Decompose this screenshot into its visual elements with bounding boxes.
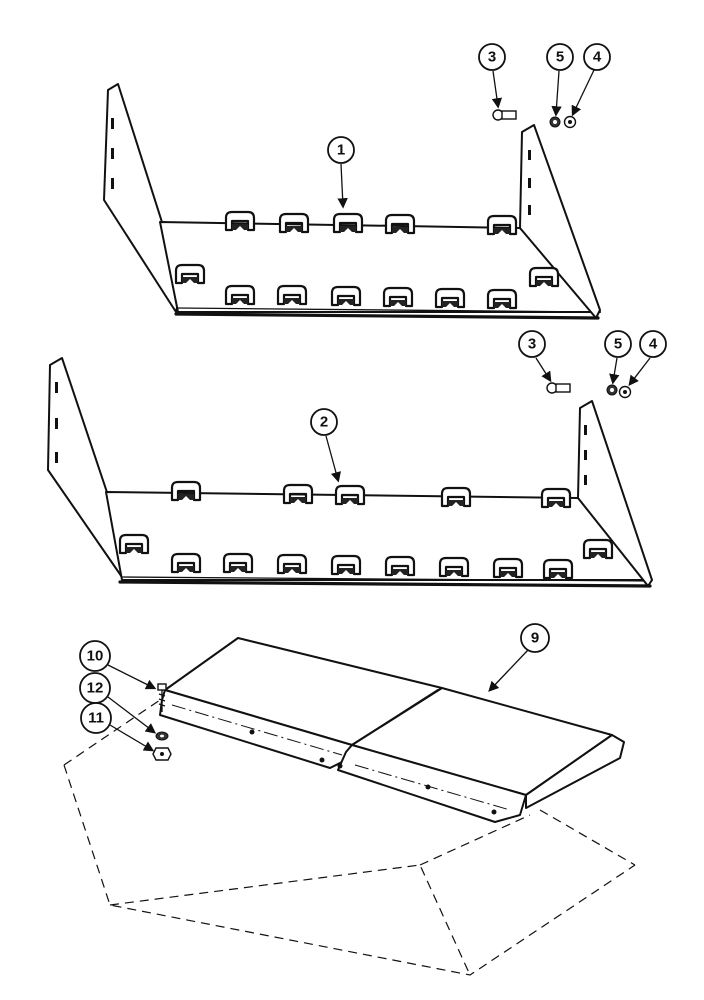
callout-9: 9 [488, 623, 550, 692]
svg-text:1: 1 [337, 142, 345, 159]
lower-nut [618, 385, 632, 399]
callout-5-upper: 5 [546, 43, 574, 117]
upper-lockwasher [549, 116, 561, 128]
callout-11: 11 [80, 702, 155, 752]
cover-lockwasher [155, 731, 169, 741]
svg-text:4: 4 [649, 336, 658, 353]
callout-1: 1 [327, 136, 355, 209]
lower-right-plate-slots [584, 425, 587, 485]
cover-bolt [157, 683, 167, 712]
svg-text:5: 5 [556, 49, 564, 66]
upper-left-plate-slots [111, 118, 114, 189]
lower-bolt [546, 382, 571, 394]
cover-plate-assembly [63, 637, 636, 976]
svg-text:3: 3 [528, 336, 536, 353]
svg-text:2: 2 [320, 414, 328, 431]
upper-right-plate-slots [528, 150, 531, 215]
lower-left-plate-slots [55, 382, 58, 463]
callout-10: 10 [79, 640, 157, 690]
callout-4-lower: 4 [628, 330, 667, 387]
lower-front-edge [118, 580, 652, 588]
lower-lockwasher [606, 384, 618, 396]
cover-nut [152, 747, 172, 761]
upper-bolt [492, 109, 517, 121]
upper-guard-assembly [103, 83, 601, 320]
upper-front-edge [174, 312, 600, 320]
phantom-housing [63, 699, 636, 976]
lower-right-end-plate [577, 400, 653, 587]
callout-2: 2 [310, 408, 341, 483]
callout-4-upper: 4 [571, 43, 611, 117]
svg-text:9: 9 [531, 630, 539, 647]
callout-5-lower: 5 [604, 330, 632, 385]
svg-text:5: 5 [614, 336, 622, 353]
svg-text:10: 10 [87, 648, 104, 665]
upper-right-end-plate [519, 124, 601, 319]
svg-text:12: 12 [87, 680, 104, 697]
svg-text:11: 11 [88, 710, 104, 727]
callout-3-lower: 3 [518, 330, 552, 383]
svg-text:4: 4 [593, 49, 602, 66]
upper-nut [563, 115, 577, 129]
callout-3-upper: 3 [478, 43, 506, 109]
svg-text:3: 3 [488, 49, 496, 66]
lower-guard-assembly [47, 357, 653, 588]
